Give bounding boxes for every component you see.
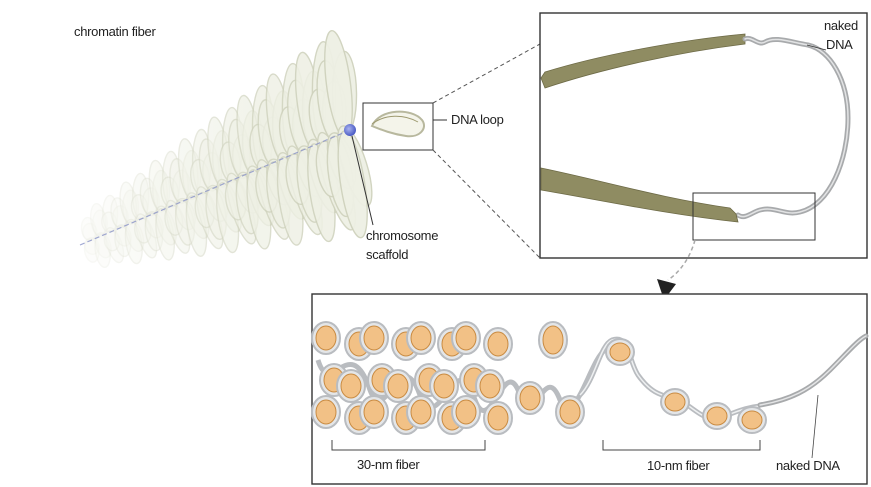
nucleosome <box>316 400 336 424</box>
nucleosome <box>610 343 630 361</box>
zoom-line-top <box>433 44 540 103</box>
nucleosome <box>364 400 384 424</box>
cone-fade <box>0 30 260 320</box>
nucleosome <box>411 400 431 424</box>
nucleosome <box>341 374 361 398</box>
nucleosome <box>742 411 762 429</box>
fiber-30nm-label: 30-nm fiber <box>357 457 419 473</box>
chromosome-scaffold-label-line1: chromosome <box>366 228 438 244</box>
nucleosome <box>434 374 454 398</box>
nucleosome <box>488 332 508 356</box>
nucleosome <box>665 393 685 411</box>
chromosome-scaffold-dot <box>344 124 356 136</box>
chromatin-fiber-label: chromatin fiber <box>74 24 155 40</box>
naked-dna-top-label-line1: naked <box>824 18 858 34</box>
nucleosome <box>456 400 476 424</box>
nucleosome <box>543 326 563 354</box>
nucleosome <box>411 326 431 350</box>
fiber-10nm-label: 10-nm fiber <box>647 458 709 474</box>
naked-dna-bottom-label: naked DNA <box>776 458 840 474</box>
naked-dna-top-label-line2: DNA <box>826 37 853 53</box>
nucleosome <box>488 406 508 430</box>
nucleosome <box>520 386 540 410</box>
nucleosome <box>364 326 384 350</box>
dna-loop-label: DNA loop <box>451 112 504 128</box>
chromosome-scaffold-label-line2: scaffold <box>366 247 408 263</box>
zoom-line-bottom <box>433 150 540 258</box>
nucleosome <box>456 326 476 350</box>
nucleosome <box>316 326 336 350</box>
nucleosome <box>480 374 500 398</box>
dna-loop-shape <box>372 112 424 137</box>
nucleosome <box>560 400 580 424</box>
nucleosome <box>388 374 408 398</box>
nucleosome <box>707 407 727 425</box>
